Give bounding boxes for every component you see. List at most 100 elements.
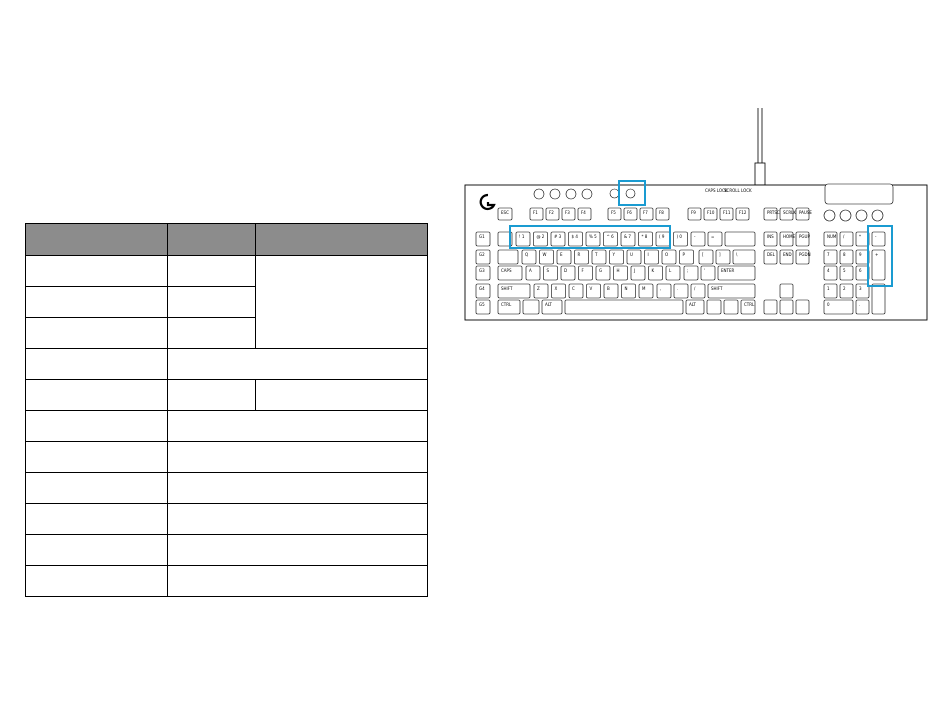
svg-text:X: X: [555, 286, 558, 291]
key-ctrl-right: CTRL: [740, 299, 756, 315]
key-backspace: [724, 231, 756, 247]
table-cell: [167, 286, 256, 318]
svg-text:.: .: [859, 302, 860, 307]
key-v: V: [586, 283, 601, 299]
key-home: HOME: [779, 231, 796, 247]
svg-text:S: S: [547, 268, 550, 273]
svg-text:G3: G3: [479, 268, 485, 273]
key-num-1: 1: [823, 283, 838, 299]
table-cell: [25, 534, 168, 566]
key-g2: G2: [475, 249, 491, 265]
key-c: C: [568, 283, 584, 299]
svg-text:Y: Y: [612, 252, 616, 257]
key-ins: INS: [763, 231, 778, 247]
prev-icon: [823, 209, 836, 222]
key-equal: =: [707, 231, 723, 247]
svg-text:=: =: [711, 234, 714, 239]
svg-text:F8: F8: [659, 210, 664, 215]
svg-text:-: -: [694, 234, 696, 239]
table-header-row: [25, 223, 428, 256]
key-pgdn: PGDN: [795, 249, 811, 265]
key-g4: G4: [475, 283, 491, 299]
key-f10: F10: [703, 207, 718, 221]
macro-button: [549, 188, 561, 200]
key-num-3: 3: [855, 283, 870, 299]
key-f4: F4: [577, 207, 592, 221]
svg-text:7: 7: [827, 252, 830, 257]
svg-text:K: K: [652, 268, 655, 273]
key-x: X: [551, 283, 566, 299]
key-num-8: 8: [839, 249, 854, 265]
table-cell: [167, 317, 256, 349]
svg-text:G4: G4: [479, 286, 485, 291]
table-cell: [167, 441, 428, 473]
key-num-del: .: [855, 299, 870, 315]
key-m: M: [638, 283, 654, 299]
key-y: Y: [609, 249, 624, 265]
svg-text:I: I: [648, 252, 649, 257]
key-right: [795, 299, 810, 315]
svg-text:PGUP: PGUP: [799, 234, 810, 239]
key-left: [763, 299, 778, 315]
key-f11: F11: [719, 207, 734, 221]
svg-text:ESC: ESC: [501, 210, 509, 215]
svg-text:F3: F3: [565, 210, 570, 215]
svg-text:& 7: & 7: [624, 234, 631, 239]
svg-text:CAPS: CAPS: [501, 268, 512, 273]
game-mode-button: [609, 188, 620, 199]
table-cell: [25, 317, 168, 349]
key-num-7: 7: [823, 249, 838, 265]
key-del: DEL: [763, 249, 778, 265]
key-h: H: [613, 265, 628, 281]
key-f9: F9: [687, 207, 702, 221]
table-row: [25, 565, 428, 597]
svg-text:[: [: [702, 252, 704, 257]
svg-text:1: 1: [827, 286, 830, 291]
key-0: ) 0: [673, 231, 688, 247]
svg-text:@ 2: @ 2: [537, 234, 545, 239]
key-num-divide: /: [839, 231, 854, 247]
key-e: E: [556, 249, 572, 265]
highlight-number-row: [509, 225, 671, 249]
table-cell: [25, 348, 168, 380]
svg-text:G1: G1: [479, 234, 485, 239]
svg-text:B: B: [607, 286, 610, 291]
svg-text:;: ;: [687, 268, 688, 273]
svg-text:+: +: [875, 252, 878, 257]
svg-text:P: P: [683, 252, 686, 257]
svg-text:A: A: [529, 268, 532, 273]
svg-text:*: *: [859, 234, 861, 239]
spec-table: [25, 223, 428, 597]
table-cell: [167, 565, 428, 597]
key-3: # 3: [550, 231, 566, 247]
key-j: J: [630, 265, 646, 281]
key-pause: PAUSE: [795, 207, 812, 221]
macro-button: [565, 188, 577, 200]
table-row: [25, 410, 428, 442]
key-tab: [497, 249, 519, 265]
table-cell: [167, 255, 256, 287]
key-slash: /: [690, 283, 706, 299]
key-num-minus: -: [871, 231, 886, 247]
table-row: [25, 255, 428, 349]
svg-text:# 3: # 3: [554, 234, 562, 239]
table-cell: [25, 410, 168, 442]
key-f: F: [578, 265, 593, 281]
svg-text:CTRL: CTRL: [501, 302, 512, 307]
svg-text:F7: F7: [643, 210, 648, 215]
key-n: N: [621, 283, 636, 299]
svg-text:O: O: [665, 252, 668, 257]
key-period: .: [673, 283, 689, 299]
svg-text:-: -: [875, 234, 877, 239]
key-f12: F12: [735, 207, 750, 221]
svg-text:Q: Q: [525, 252, 528, 257]
key-rbracket: ]: [715, 249, 731, 265]
key-o: O: [661, 249, 677, 265]
key-6: ^ 6: [603, 231, 618, 247]
svg-text:F4: F4: [581, 210, 586, 215]
svg-text:R: R: [578, 252, 581, 257]
next-icon: [855, 209, 868, 222]
key-f3: F3: [561, 207, 576, 221]
key-semicolon: ;: [683, 265, 699, 281]
